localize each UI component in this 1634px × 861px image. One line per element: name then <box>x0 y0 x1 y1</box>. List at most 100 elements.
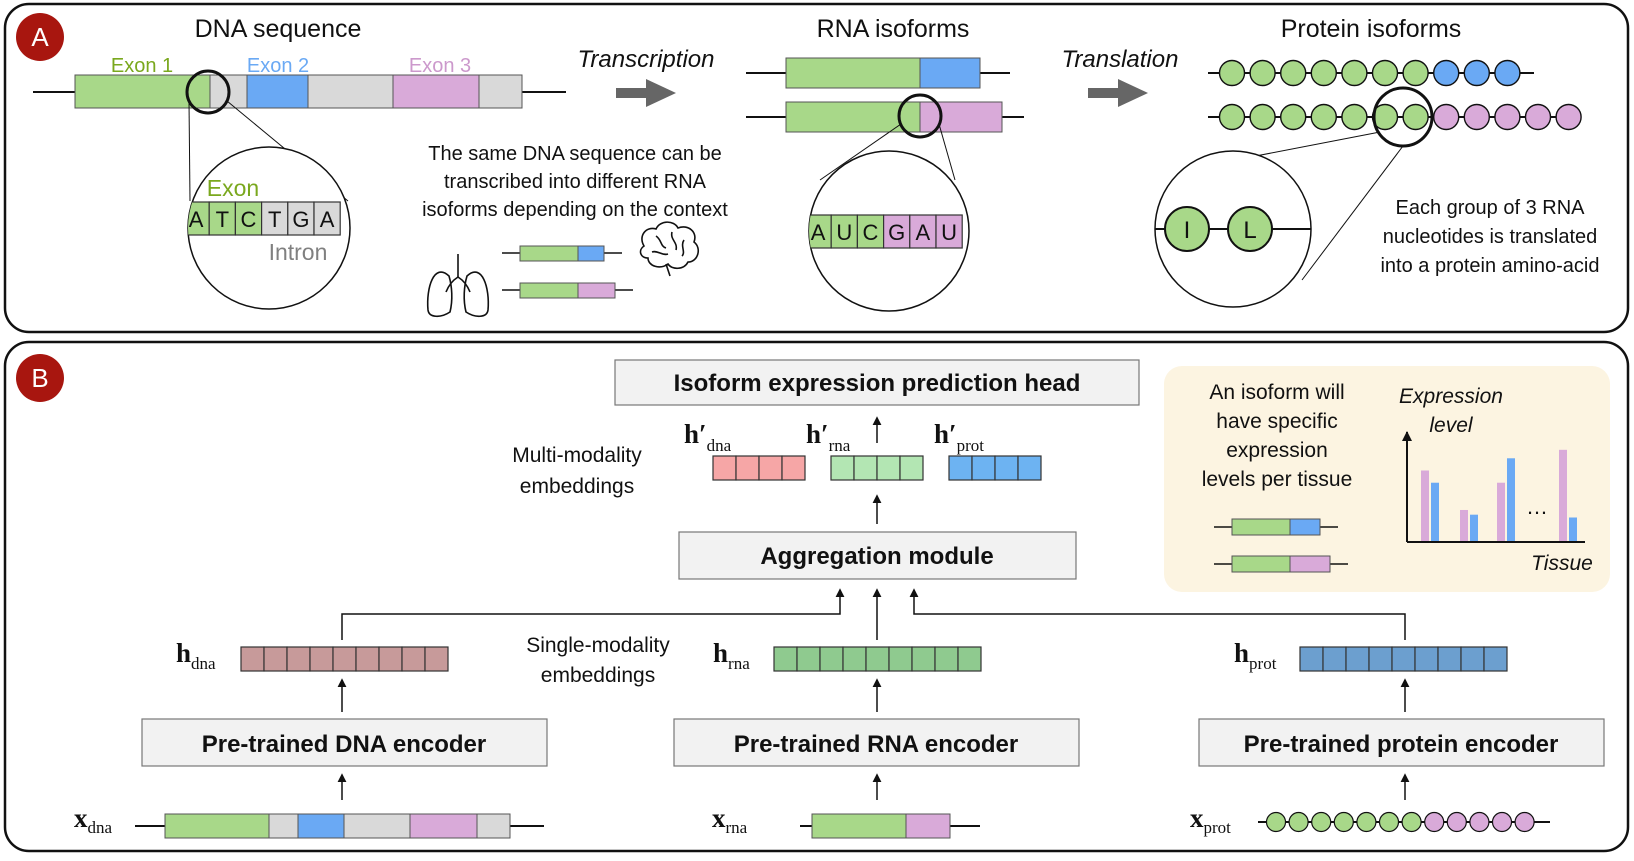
context-text-line1: The same DNA sequence can be <box>428 143 722 165</box>
rna-nucleotide-letter: U <box>941 220 957 245</box>
h-dna-cell <box>309 646 334 672</box>
rna-nucleotide-letter: G <box>888 220 905 245</box>
dna-encoder-label: Pre-trained DNA encoder <box>202 731 487 758</box>
dna-nucleotide-letter: A <box>189 207 204 232</box>
dna-nucleotide-letter: A <box>320 207 335 232</box>
x-dna: xdna <box>74 803 113 837</box>
context-text-line3: isoforms depending on the context <box>422 199 728 221</box>
amino-acid-bead <box>1494 59 1521 87</box>
inset-isoform-pink <box>1214 555 1348 573</box>
transcription-arrow <box>616 79 676 107</box>
rna-nucleotide-letter: C <box>863 220 879 245</box>
amino-acid-bead <box>1249 59 1276 87</box>
h-rna-cell <box>865 646 890 672</box>
dna-nucleotide-letter: T <box>216 207 229 232</box>
dna-encoder-box <box>141 718 548 767</box>
protein-zoom-line-right <box>1301 145 1404 281</box>
dna-nucleotide-cell <box>313 201 341 236</box>
rna-encoder-box <box>673 718 1080 767</box>
lungs-icon <box>426 254 490 318</box>
protein-input-bead <box>1446 811 1467 833</box>
protein-input-bead <box>1311 811 1332 833</box>
expression-bar-blue <box>1470 514 1478 541</box>
h-dna-cell <box>240 646 265 672</box>
rna-zoom-line-left <box>819 123 902 181</box>
protein-title: Protein isoforms <box>1281 15 1462 43</box>
h-rna-cell <box>911 646 936 672</box>
amino-acid-bead <box>1524 103 1552 131</box>
inset-y-label-line1: Expression <box>1399 385 1503 408</box>
dna-zoom-marker <box>185 69 231 115</box>
exon2-label: Exon 2 <box>247 55 309 77</box>
prediction-head-box <box>614 359 1140 406</box>
brain-icon <box>639 221 700 277</box>
h-rna-cell <box>819 646 844 672</box>
translate-text-line2: nucleotides is translated <box>1383 226 1598 248</box>
x-rna: xrna <box>712 803 748 837</box>
badge-b-label: B <box>31 363 48 393</box>
h-prot-prime-cell <box>994 455 1019 481</box>
amino-acid-bead <box>1463 103 1491 131</box>
h-dna-cell <box>378 646 403 672</box>
h-prot-prime-cell <box>948 455 973 481</box>
rna-nucleotide-cell <box>909 214 937 249</box>
rna-nucleotide-cell <box>935 214 963 249</box>
inset-ellipsis: … <box>1526 494 1548 519</box>
inset-isoform-blue <box>1214 518 1338 536</box>
h-dna: hdna <box>176 638 216 673</box>
h-dna-prime-cell <box>781 455 806 481</box>
amino-acid-bead <box>1218 59 1246 87</box>
h-prot-cell <box>1391 646 1416 672</box>
dna-title: DNA sequence <box>195 15 362 43</box>
protein-input-bead <box>1356 811 1377 833</box>
multi-modality-embeddings <box>712 455 1042 481</box>
expression-bar-pink <box>1421 470 1429 541</box>
h-prot-cell <box>1414 646 1439 672</box>
multi-label-line1: Multi-modality <box>512 444 642 467</box>
prediction-head-label: Isoform expression prediction head <box>674 370 1081 397</box>
h-rna-prime-cell <box>899 455 924 481</box>
transcription-label: Transcription <box>578 46 715 73</box>
h-prot-cell <box>1368 646 1393 672</box>
input-dna-sequence <box>135 813 544 839</box>
amino-acid-bead <box>1218 103 1246 131</box>
badge-a <box>16 13 64 61</box>
protein-input-bead <box>1491 811 1513 833</box>
zoom-exon-label: Exon <box>207 175 259 201</box>
h-prot-prime-cell <box>971 455 996 481</box>
rna-nucleotide-letter: A <box>916 220 931 245</box>
dna-nucleotide-cell <box>208 201 236 236</box>
translate-text-line1: Each group of 3 RNA <box>1396 197 1586 219</box>
inset-text-line1: An isoform will <box>1209 381 1344 404</box>
h-rna-cell <box>934 646 959 672</box>
protein-input-bead <box>1333 811 1354 833</box>
h-prot-cell <box>1299 646 1324 672</box>
mini-isoform-blue <box>502 245 622 262</box>
protein-input-bead <box>1469 811 1490 833</box>
amino-acid-bead <box>1279 103 1307 131</box>
expression-bar-pink <box>1460 509 1468 541</box>
amino-acid-bead <box>1432 103 1460 131</box>
h-dna-cell <box>401 646 426 672</box>
expression-bar-blue <box>1431 482 1439 541</box>
h-rna-prime-cell <box>853 455 878 481</box>
encoder-output-arrows <box>337 678 1410 712</box>
amino-acid-bead <box>1249 103 1276 131</box>
dna-nucleotide-letter: T <box>268 207 281 232</box>
h-dna-prime-cell <box>712 455 737 481</box>
translation-label: Translation <box>1062 46 1179 73</box>
amino-acid-bead <box>1310 103 1338 131</box>
amino-acid-bead <box>1432 59 1460 87</box>
x-prot: xprot <box>1190 803 1231 837</box>
h-dna-cell <box>263 646 288 672</box>
amino-acid-bead <box>1341 103 1368 131</box>
translation-arrow <box>1088 79 1148 107</box>
h-dna-cell <box>332 646 357 672</box>
zoom-intron-label: Intron <box>269 239 328 265</box>
input-rna-sequence <box>800 813 980 839</box>
protein-input-bead <box>1514 811 1535 833</box>
rna-zoom-line-right <box>938 123 956 181</box>
